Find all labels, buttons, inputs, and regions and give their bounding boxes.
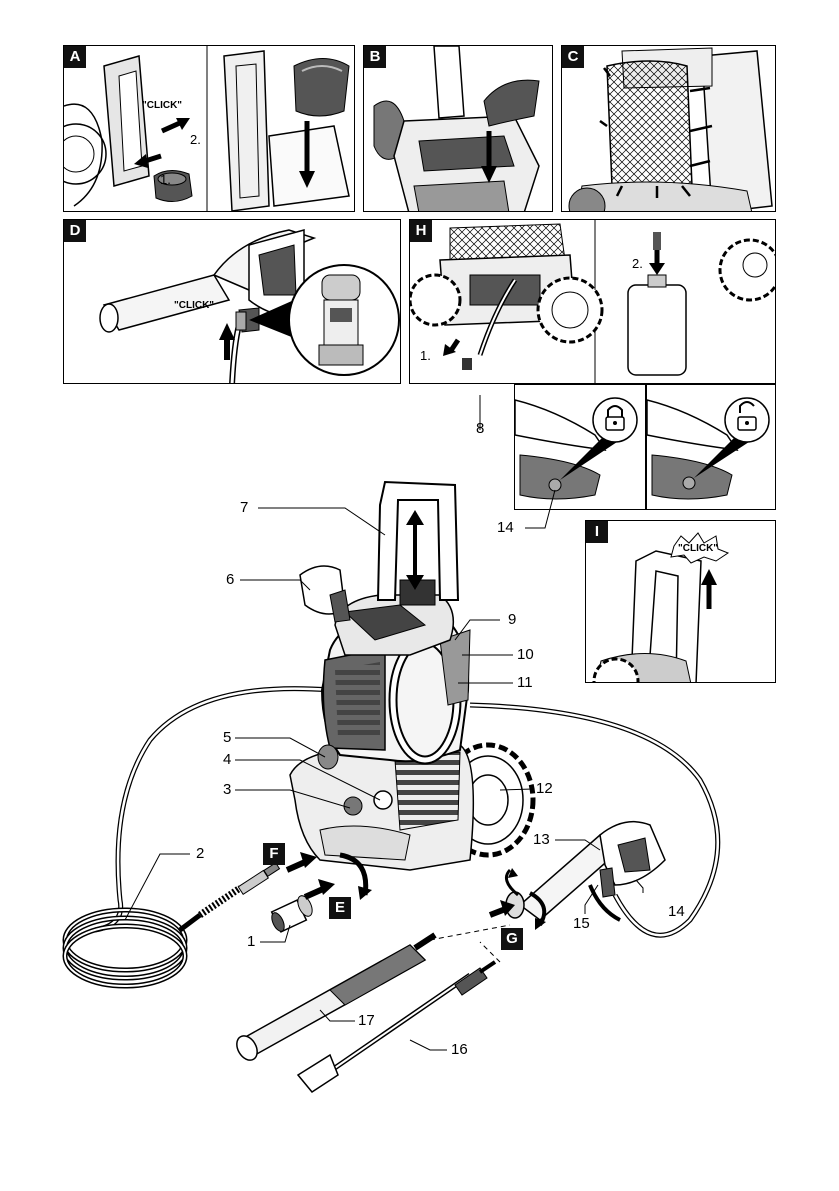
callout-8: 8 (476, 420, 485, 437)
panel-lock-closed (514, 384, 646, 510)
panel-h: H 1. 2. (409, 219, 776, 384)
panel-a-drawing: "CLICK" 1. 2. (64, 46, 350, 211)
panel-h-step2: 2. (632, 256, 643, 271)
dirt-blaster-lance (236, 932, 437, 1061)
callout-14-gun: 14 (668, 903, 685, 920)
callout-14-lock: 14 (497, 519, 514, 536)
callout-17: 17 (358, 1012, 375, 1029)
trigger-lock-closed-drawing (515, 397, 638, 500)
panel-b-drawing (373, 46, 540, 211)
callout-7: 7 (240, 499, 249, 516)
panel-b: B (363, 45, 553, 212)
leader-lines (124, 395, 644, 1051)
callout-15: 15 (573, 915, 590, 932)
callout-9: 9 (508, 611, 517, 628)
panel-a: A "CLICK" 1. 2. (63, 45, 355, 212)
panel-d-label: D (64, 220, 86, 242)
panel-c-label: C (562, 46, 584, 68)
step-label-e: E (329, 897, 351, 919)
panel-d-click-text: "CLICK" (174, 300, 214, 311)
panel-h-label: H (410, 220, 432, 242)
callout-1: 1 (247, 933, 256, 950)
panel-b-label: B (364, 46, 386, 68)
callout-11: 11 (517, 674, 533, 691)
panel-c-drawing (568, 47, 773, 211)
panel-i-label: I (586, 521, 608, 543)
callout-4: 4 (223, 751, 232, 768)
callout-10: 10 (517, 646, 534, 663)
panel-h-step1: 1. (420, 348, 431, 363)
spray-gun (504, 820, 666, 922)
callout-12: 12 (536, 780, 553, 797)
vario-power-lance (296, 960, 497, 1093)
panel-a-label: A (64, 46, 86, 68)
coiled-hose (62, 862, 281, 989)
panel-lock-open (646, 384, 776, 510)
step-label-f: F (263, 843, 285, 865)
panel-a-step1: 1. (160, 172, 171, 187)
callout-3: 3 (223, 781, 232, 798)
panel-i-click-text: "CLICK" (678, 543, 718, 554)
panel-a-click-text: "CLICK" (142, 100, 182, 111)
panel-i: I "CLICK" (585, 520, 776, 683)
callout-2: 2 (196, 845, 205, 862)
panel-d-drawing: "CLICK" (99, 229, 400, 383)
step-label-g: G (501, 928, 523, 950)
hose-adaptor (270, 895, 313, 933)
callout-6: 6 (226, 571, 235, 588)
panel-a-step2: 2. (190, 132, 201, 147)
panel-i-drawing: "CLICK" (592, 532, 730, 682)
trigger-lock-open-drawing (647, 397, 770, 500)
callout-16: 16 (451, 1041, 468, 1058)
callout-13: 13 (533, 831, 550, 848)
panel-d: D "CLICK" (63, 219, 401, 384)
panel-c: C (561, 45, 776, 212)
callout-5: 5 (223, 729, 232, 746)
panel-h-drawing: 1. 2. (410, 220, 775, 383)
